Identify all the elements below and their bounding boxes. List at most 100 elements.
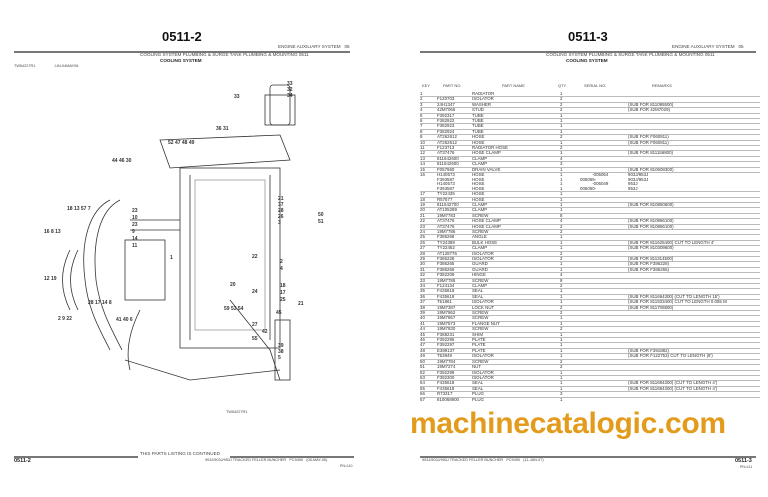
cell-serial-no: 005065- — [580, 176, 597, 182]
cell-part-no: T63949 — [437, 353, 472, 360]
cell-part-no: F386265 — [437, 261, 472, 268]
cell-serial-no — [580, 342, 628, 349]
cell-remarks: (SUB FOR F122753) CUT TO LENGTH (8') — [628, 353, 760, 360]
cell-remarks — [628, 112, 760, 119]
callout: 45 — [276, 310, 282, 316]
callout: 50 — [318, 212, 324, 218]
cell-key: 57 — [420, 396, 437, 402]
cell-qty: 2 — [560, 358, 580, 365]
right-page-number: 0511-3 — [568, 29, 608, 44]
cell-qty: 1 — [560, 91, 563, 96]
callout: 2 9 22 — [58, 316, 72, 322]
left-footer-page: 0511-2 — [14, 458, 31, 464]
cell-qty: 2 — [560, 309, 580, 316]
cell-key: 30 — [420, 261, 437, 268]
cell-qty: 1 — [560, 128, 580, 135]
cell-key: 7 — [420, 123, 437, 130]
cell-qty: 1 — [560, 331, 580, 338]
cell-serial-no — [580, 353, 628, 360]
cell-remarks: (SUB FOR 810866100) — [628, 218, 760, 225]
cell-key: 37 — [420, 299, 437, 306]
cell-part-name: PLATE — [472, 347, 560, 354]
watermark: machinecatalogic.com — [410, 407, 726, 440]
cell-part-no: TY24398 — [437, 239, 472, 246]
cell-qty: 1 — [560, 342, 580, 349]
cell-remarks — [628, 96, 760, 103]
cell-part-no: F124134 — [437, 282, 472, 289]
cell-part-name: HOSE — [472, 176, 485, 182]
cell-serial-no — [580, 201, 628, 208]
cell-serial-no — [580, 347, 628, 354]
cell-key: 33 — [420, 277, 437, 284]
cell-part-name: STUD — [472, 107, 560, 114]
cell-qty: 1 — [560, 396, 580, 402]
cell-remarks — [628, 315, 760, 322]
cell-serial-no — [580, 304, 628, 311]
cell-remarks — [628, 196, 760, 203]
cell-part-name: ISOLATOR — [472, 255, 560, 262]
cell-serial-no — [580, 150, 628, 157]
cell-remarks — [628, 155, 760, 162]
cell-part-name: SCREW — [472, 212, 560, 219]
footer-catalog: PC9490 — [506, 458, 521, 462]
cell-remarks — [628, 123, 760, 130]
cell-part-no: T61861 — [437, 299, 472, 306]
left-footer-pn: PN=110 — [340, 464, 353, 468]
callout: 37 — [278, 202, 284, 208]
cell-serial-no — [580, 261, 628, 268]
cell-qty: 1 — [560, 288, 580, 295]
callout: 28 — [278, 208, 284, 214]
cell-key: 47 — [420, 342, 437, 349]
cell-key: 27 — [420, 245, 437, 252]
cell-part-no: F435618 — [437, 293, 472, 300]
cell-part-name: SCREW — [472, 309, 560, 316]
callout: 25 — [280, 297, 286, 303]
cell-part-no: 19M7274 — [437, 364, 472, 370]
cell-remarks: (SUB FOR 811706800) — [628, 304, 760, 311]
cell-part-name: CLAMP — [472, 155, 560, 162]
cell-part-name: SEAL — [472, 385, 560, 392]
callout: 4 — [280, 266, 283, 272]
cell-part-no: TY22435 — [437, 191, 472, 197]
cell-part-no: R73317 — [437, 391, 472, 398]
cell-remarks — [628, 309, 760, 316]
cell-qty: 1 — [560, 380, 580, 387]
cell-part-name: ISOLATOR — [472, 374, 560, 381]
cell-qty: 2 — [560, 223, 580, 230]
cell-key: 6 — [420, 117, 437, 124]
cell-serial-no — [580, 391, 628, 398]
cell-part-no: F435618 — [437, 380, 472, 387]
cell-key: 19 — [420, 201, 437, 208]
callout: 33 — [287, 81, 293, 87]
cell-part-no: 811642600 — [437, 161, 472, 168]
cell-remarks — [628, 288, 760, 295]
cell-serial-no — [580, 212, 628, 219]
cell-part-name: PLUG — [472, 391, 560, 398]
cell-qty: 2 — [560, 282, 580, 289]
cell-key: 24 — [420, 228, 437, 235]
cell-part-no: R57577 — [437, 196, 472, 203]
cell-remarks — [628, 364, 760, 370]
callout: 51 — [318, 219, 324, 225]
cell-remarks — [628, 191, 760, 197]
cell-part-no: F382924 — [437, 128, 472, 135]
callout: 20 — [230, 282, 236, 288]
right-section: ENGINE AUXILIARY SYSTEM 05 — [672, 44, 744, 50]
cell-key: 45 — [420, 331, 437, 338]
cell-qty: 8 — [560, 212, 580, 219]
cell-key: 8 — [420, 128, 437, 135]
cell-key: 3 — [420, 101, 437, 108]
